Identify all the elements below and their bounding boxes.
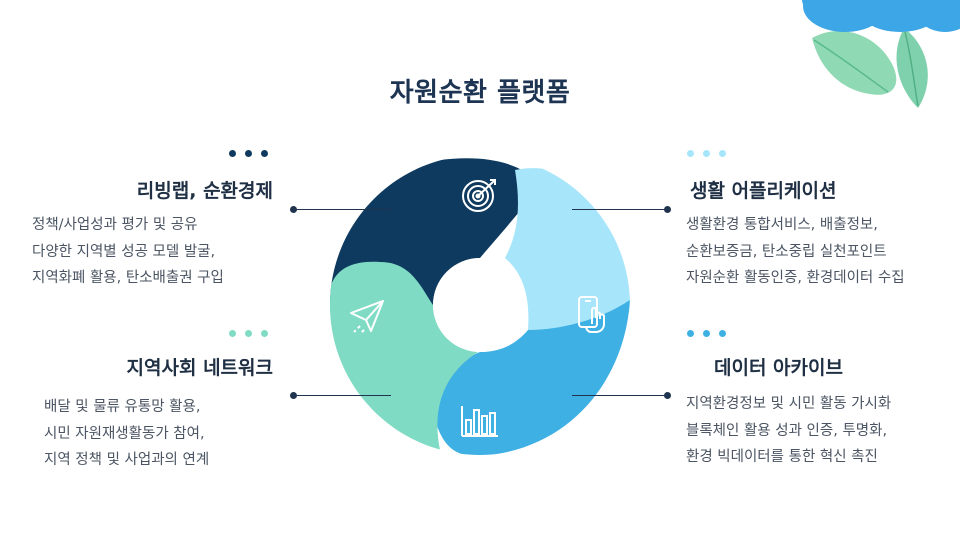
line: 환경 빅데이터를 통한 혁신 촉진	[686, 449, 878, 465]
line: 시민 자원재생활동가 참여,	[44, 425, 205, 442]
line: 생활환경 통합서비스, 배출정보,	[686, 217, 878, 233]
leaf-left-icon	[812, 30, 897, 95]
bottom-right-heading: 데이터 아카이브	[714, 357, 843, 379]
line: 순환보증금, 탄소중립 실천포인트	[686, 243, 887, 260]
segment-light-blue	[505, 168, 630, 360]
page-title: 자원순환 플랫폼	[389, 78, 571, 108]
top-left-connector	[290, 204, 391, 215]
line: 다양한 지역별 성공 모델 발굴,	[32, 243, 216, 260]
bottom-right-description: 지역환경정보 및 시민 활동 가시화 블록체인 활용 성과 인증, 투명화, 환…	[686, 391, 891, 471]
line: 배달 및 물류 유통망 활용,	[44, 399, 201, 415]
cloud-shape	[802, 0, 960, 32]
top-left-description: 정책/사업성과 평가 및 공유 다양한 지역별 성공 모델 발굴, 지역화폐 활…	[32, 212, 224, 292]
top-right-dots	[687, 150, 726, 157]
dot	[703, 150, 710, 157]
top-left-dots	[229, 150, 268, 157]
dot	[687, 150, 694, 157]
dot	[687, 330, 694, 337]
bar-chart-icon	[461, 406, 498, 437]
dot	[245, 330, 252, 337]
top-right-connector	[572, 204, 671, 215]
line: 정책/사업성과 평가 및 공유	[32, 217, 198, 233]
top-right-description: 생활환경 통합서비스, 배출정보, 순환보증금, 탄소중립 실천포인트 자원순환…	[686, 212, 905, 292]
dot	[703, 330, 710, 337]
line: 블록체인 활용 성과 인증, 투명화,	[686, 422, 888, 439]
dot	[261, 330, 268, 337]
paper-plane-icon	[350, 300, 384, 335]
bottom-left-dots	[229, 330, 268, 337]
leaf-right-icon	[896, 28, 928, 108]
line: 자원순환 활동인증, 환경데이터 수집	[686, 270, 905, 286]
dot	[261, 150, 268, 157]
bottom-left-description: 배달 및 물류 유통망 활용, 시민 자원재생활동가 참여, 지역 정책 및 사…	[44, 394, 209, 474]
touch-phone-icon	[578, 296, 605, 333]
top-right-heading: 생활 어플리케이션	[690, 180, 837, 202]
line: 지역화폐 활용, 탄소배출권 구입	[32, 270, 224, 286]
line: 지역환경정보 및 시민 활동 가시화	[686, 396, 892, 412]
dot	[719, 330, 726, 337]
dot	[719, 150, 726, 157]
dot	[229, 330, 236, 337]
target-icon	[462, 179, 496, 212]
dot	[229, 150, 236, 157]
bottom-left-connector	[290, 390, 391, 401]
dot	[245, 150, 252, 157]
bottom-left-heading: 지역사회 네트워크	[126, 357, 273, 379]
top-left-heading: 리빙랩, 순환경제	[136, 180, 273, 202]
bottom-right-connector	[572, 390, 671, 401]
line: 지역 정책 및 사업과의 연계	[44, 452, 210, 468]
bottom-right-dots	[687, 330, 726, 337]
